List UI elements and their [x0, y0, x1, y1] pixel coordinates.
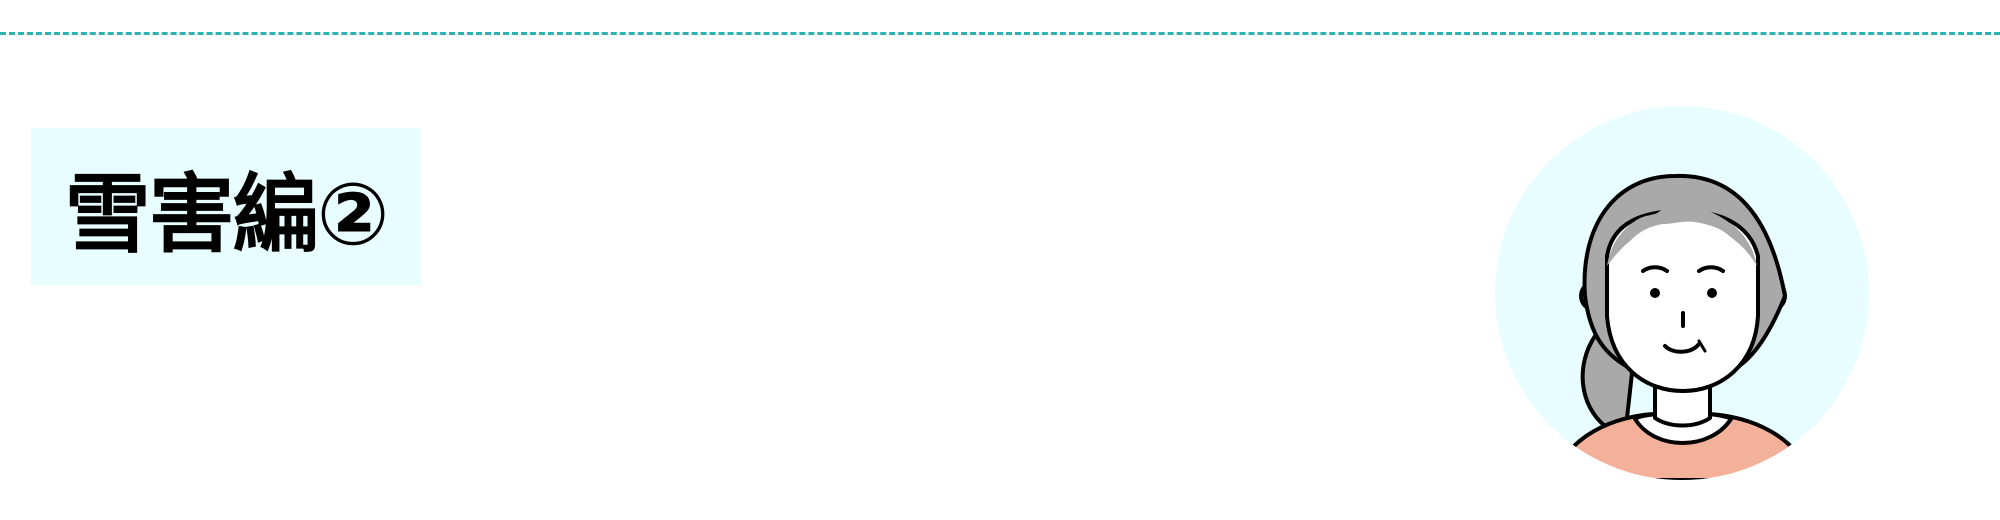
avatar	[1495, 106, 1869, 480]
elderly-woman-icon	[1495, 106, 1869, 480]
section-title-box: 雪害編②	[31, 128, 421, 285]
section-title: 雪害編②	[64, 165, 390, 265]
dashed-divider	[0, 32, 2000, 35]
